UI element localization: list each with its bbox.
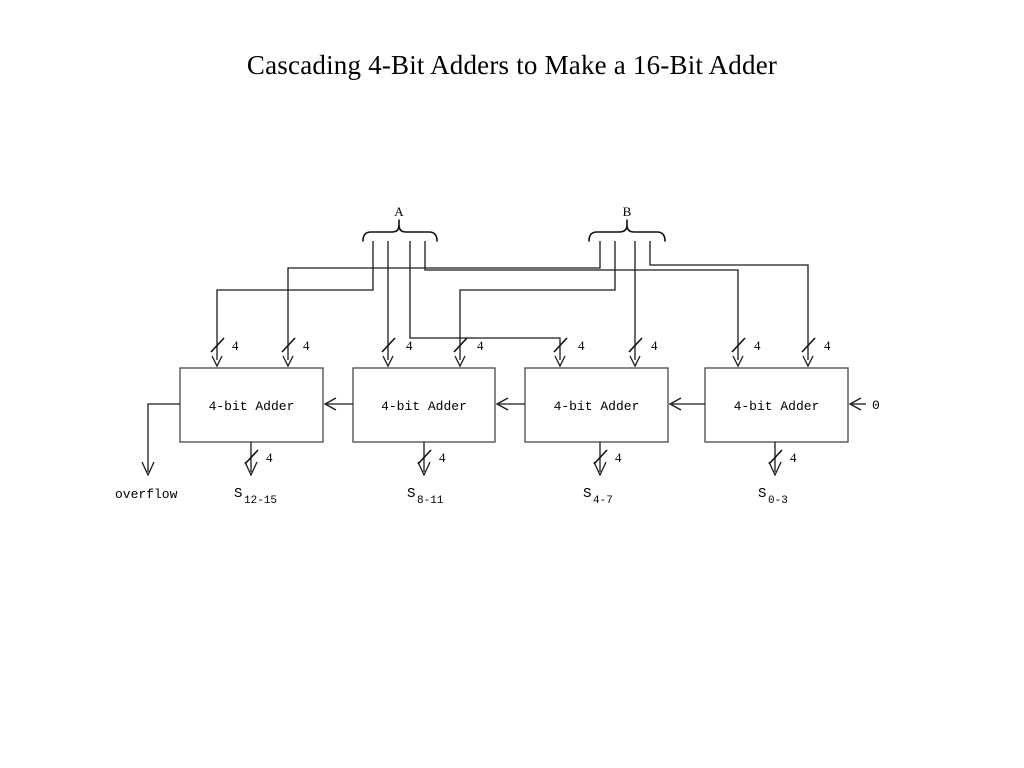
input-bus-a-adder3: 4 — [731, 337, 761, 353]
output-bus-adder0-label: 4 — [266, 450, 273, 465]
adder-box-1-label: 4-bit Adder — [381, 399, 467, 414]
input-bus-a-adder2: 4 — [553, 337, 585, 353]
bundle-b-brace — [588, 219, 666, 242]
adder-box-3-label: 4-bit Adder — [734, 399, 820, 414]
sum-adder2-base: S — [583, 486, 591, 502]
input-bus-a-adder0: 4 — [210, 337, 239, 353]
overflow-wire — [141, 403, 180, 477]
sum-output-adder3: 4 S 0-3 — [758, 442, 797, 507]
input-bus-a-adder1-label: 4 — [406, 338, 413, 353]
page-title: Cascading 4-Bit Adders to Make a 16-Bit … — [246, 50, 778, 80]
input-bus-a-adder1: 4 — [381, 337, 413, 353]
adder-box-2-label: 4-bit Adder — [554, 399, 640, 414]
input-bus-b-adder0-label: 4 — [303, 338, 310, 353]
adder-box-0[interactable]: 4-bit Adder — [179, 367, 324, 443]
overflow-label: overflow — [115, 487, 178, 502]
sum-adder2-subscript: 4-7 — [593, 495, 613, 507]
sum-adder1-subscript: 8-11 — [417, 495, 444, 507]
input-bus-a-adder2-label: 4 — [578, 338, 585, 353]
input-bus-a-adder3-label: 4 — [754, 338, 761, 353]
output-bus-adder1-label: 4 — [439, 450, 446, 465]
wire-a-to-adder0 — [216, 241, 374, 360]
wire-b-to-adder3 — [649, 241, 809, 360]
wire-a-to-adder2 — [409, 241, 561, 360]
carry-wire-adder3-to-adder2 — [668, 397, 705, 411]
carry-in-label: 0 — [872, 398, 880, 413]
input-bus-b-adder0: 4 — [281, 337, 310, 353]
input-bus-b-adder1: 4 — [453, 337, 484, 353]
wire-b-to-adder0 — [287, 241, 601, 360]
adder-box-1[interactable]: 4-bit Adder — [352, 367, 496, 443]
input-bus-b-adder3-label: 4 — [824, 338, 831, 353]
sum-adder3-subscript: 0-3 — [768, 495, 788, 507]
input-arrowheads — [211, 355, 814, 368]
sum-output-adder0: 4 S 12-15 — [234, 442, 277, 507]
input-bus-a-adder0-label: 4 — [232, 338, 239, 353]
sum-adder1-base: S — [407, 486, 415, 502]
output-bus-adder2-label: 4 — [615, 450, 622, 465]
input-bus-b-adder1-label: 4 — [477, 338, 484, 353]
sum-adder3-base: S — [758, 486, 766, 502]
input-bus-b-adder2-label: 4 — [651, 338, 658, 353]
input-bus-b-adder3: 4 — [801, 337, 831, 353]
bundle-b-label: B — [623, 204, 632, 219]
carry-wire-adder1-to-adder0 — [323, 397, 353, 411]
wire-b-to-adder1 — [459, 241, 616, 360]
output-bus-adder3-label: 4 — [790, 450, 797, 465]
wire-a-to-adder3 — [424, 241, 739, 360]
input-bus-b-adder2: 4 — [628, 337, 658, 353]
sum-adder0-subscript: 12-15 — [244, 495, 277, 507]
bundle-a-label: A — [394, 204, 404, 219]
sum-output-adder2: 4 S 4-7 — [583, 442, 622, 507]
carry-wire-adder2-to-adder1 — [495, 397, 525, 411]
sum-output-adder1: 4 S 8-11 — [407, 442, 446, 507]
bundle-a-brace — [362, 219, 438, 242]
adder-box-0-label: 4-bit Adder — [209, 399, 295, 414]
adder-box-3[interactable]: 4-bit Adder — [704, 367, 849, 443]
sum-adder0-base: S — [234, 486, 242, 502]
carry-in-wire — [848, 397, 866, 411]
adder-box-2[interactable]: 4-bit Adder — [524, 367, 669, 443]
